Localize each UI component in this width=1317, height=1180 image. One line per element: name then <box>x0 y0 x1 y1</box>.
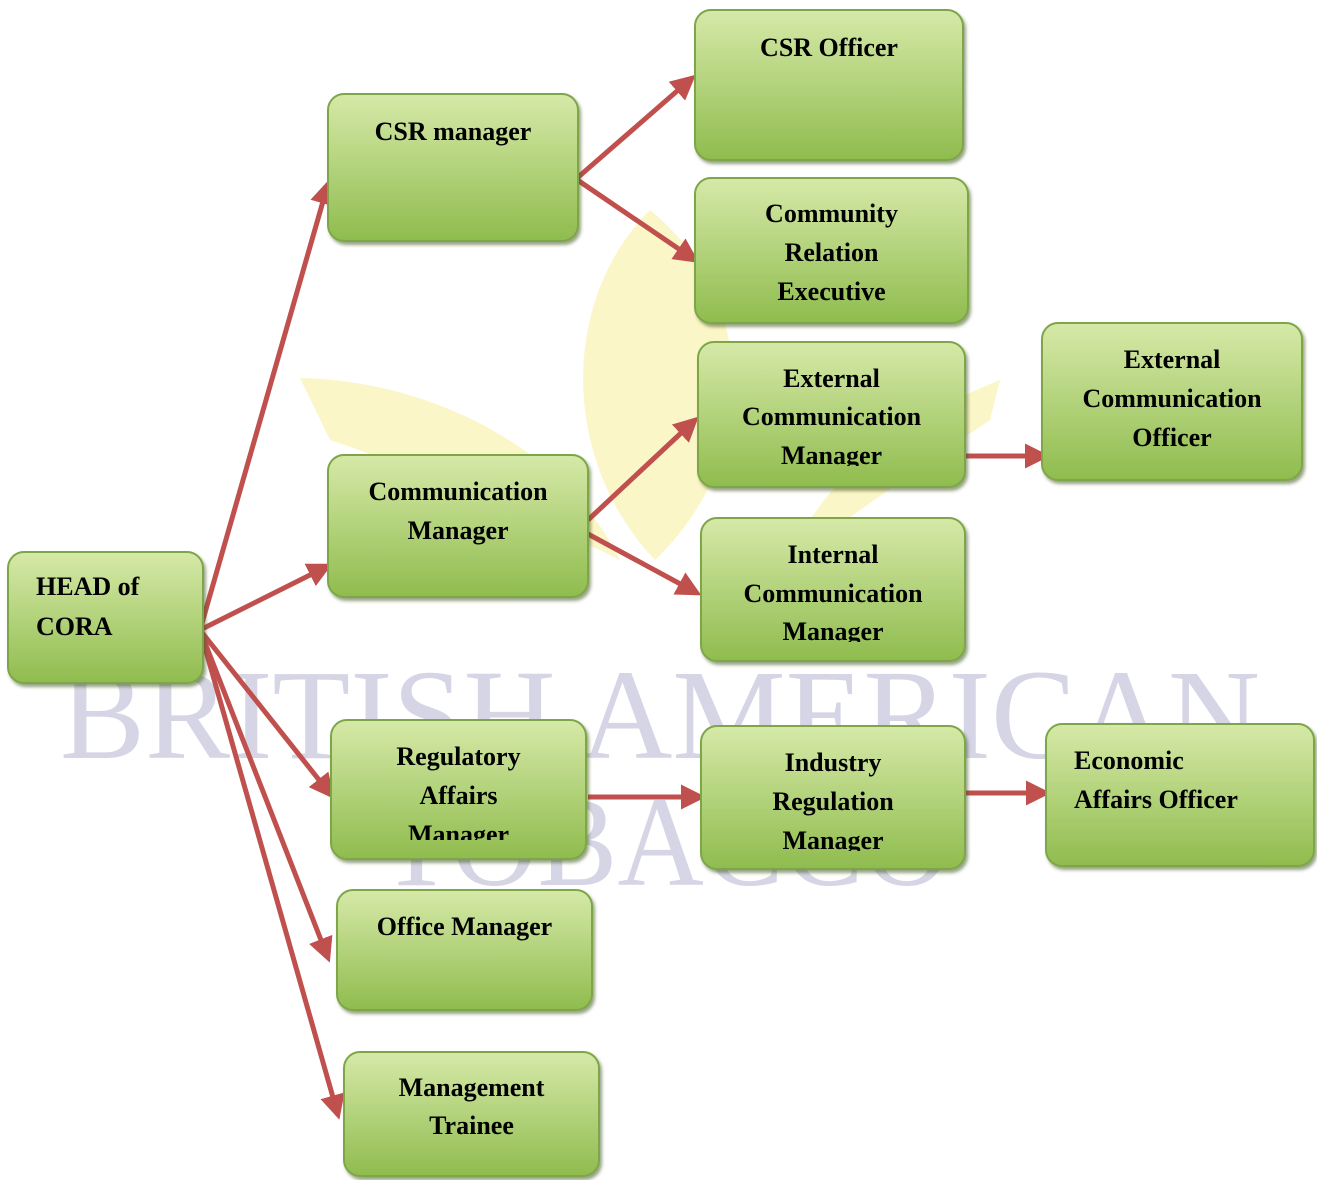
box-label-line: CSR Officer <box>760 33 898 62</box>
box-label-line: Affairs <box>420 781 498 810</box>
box-label-line: Communication <box>742 402 922 431</box>
arrow-head-to-management-trainee <box>197 629 345 1120</box>
arrow-csr-manager-to-csr-officer <box>574 74 696 181</box>
box-label-line: Communication <box>368 477 548 506</box>
box-label-line: Manager <box>408 820 509 849</box>
box-label-line: External <box>1124 345 1221 374</box>
box-shape <box>1041 322 1303 481</box>
box-label-line: Executive <box>777 277 885 306</box>
box-label-line: Internal <box>788 540 879 569</box>
box-label-line: Community <box>765 199 898 228</box>
box-csr-manager: CSR manager <box>327 93 579 242</box>
box-label-line: Manager <box>407 516 508 545</box>
box-shape <box>327 93 579 242</box>
arrow-communication-manager-to-internal-communication-manager <box>586 531 702 596</box>
box-label-line: Communication <box>743 579 923 608</box>
box-label-line: HEAD of <box>36 572 140 601</box>
box-label-line: Manager <box>782 826 883 855</box>
box-label-line: Office Manager <box>377 912 552 941</box>
box-head: HEAD of CORA <box>7 551 204 684</box>
box-shape <box>336 889 593 1011</box>
box-label-line: CSR manager <box>375 117 532 146</box>
arrow-communication-manager-to-external-communication-manager <box>586 416 699 522</box>
arrow-head-to-csr-manager <box>197 179 335 631</box>
box-label-line: CORA <box>36 612 113 641</box>
box-label-line: Trainee <box>429 1111 514 1140</box>
box-shape <box>694 177 969 324</box>
box-shape <box>697 341 966 488</box>
box-shape <box>330 719 587 860</box>
box-shape <box>700 517 966 662</box>
box-label-line: Manager <box>781 441 882 470</box>
box-shape <box>700 725 966 870</box>
box-label-line: Industry <box>785 748 882 777</box>
box-label-line: Economic <box>1074 746 1184 775</box>
box-label-line: Affairs Officer <box>1074 785 1238 814</box>
box-shape <box>327 454 589 598</box>
box-office-manager: Office Manager <box>336 889 593 1011</box>
box-label-line: Regulatory <box>396 742 520 771</box>
box-label-line: Communication <box>1082 384 1262 413</box>
box-shape <box>694 9 964 161</box>
box-shape <box>343 1051 600 1177</box>
arrow-head-to-regulatory-affairs-manager <box>198 628 335 799</box>
box-csr-officer: CSR Officer <box>694 9 964 161</box>
box-shape <box>1045 723 1315 867</box>
box-label-line: Relation <box>785 238 879 267</box>
box-label-line: Regulation <box>772 787 894 816</box>
connector-layer <box>197 74 1051 1120</box>
box-shape <box>7 551 204 684</box>
box-label-line: Manager <box>782 617 883 646</box>
arrow-head-to-communication-manager <box>198 563 333 633</box>
box-label-line: Officer <box>1132 423 1211 452</box>
arrow-csr-manager-to-community-relation-executive <box>574 176 700 263</box>
arrow-head-to-office-manager <box>197 629 333 963</box>
box-label-line: External <box>783 364 880 393</box>
box-label-line: Management <box>399 1073 545 1102</box>
